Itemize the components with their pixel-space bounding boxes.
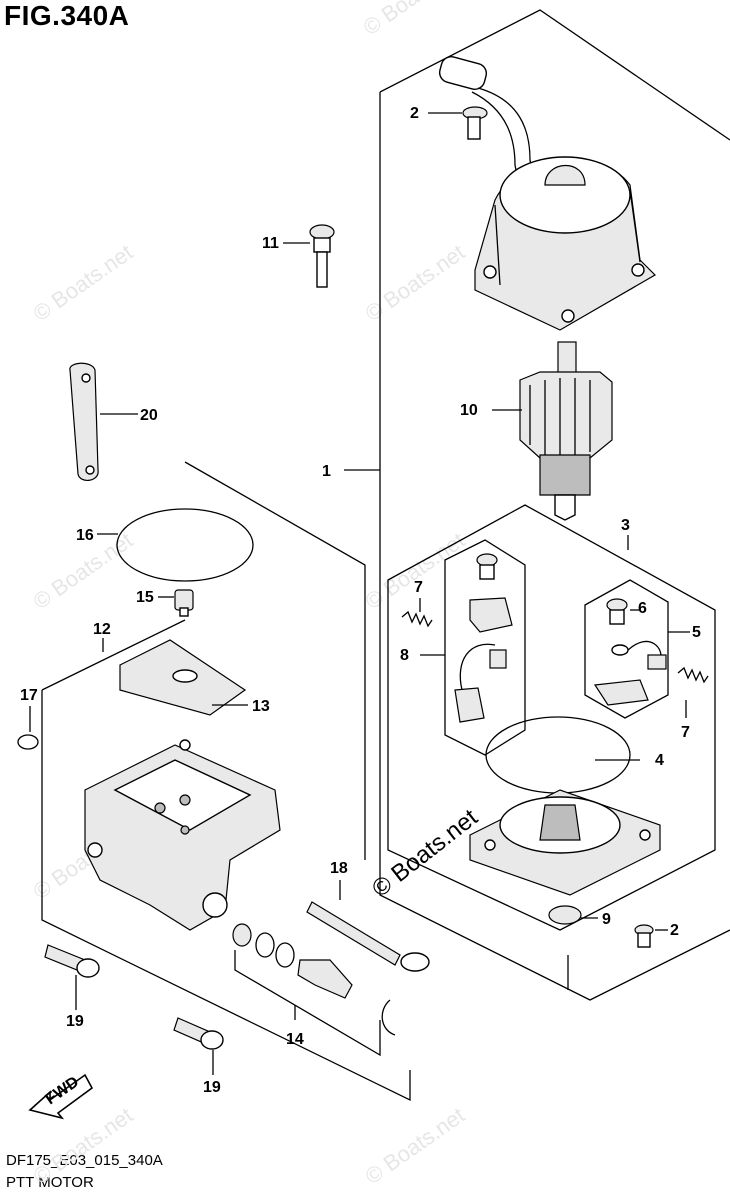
callout-6: 6: [638, 600, 647, 617]
watermark-text: © Boats.net: [359, 0, 468, 40]
seal-group-14: [232, 923, 396, 1036]
bolt-18: [306, 901, 430, 972]
brush-holder-frame: [444, 539, 526, 756]
watermark-text: © Boats.net: [361, 1102, 470, 1189]
bolt-19b: [173, 1017, 224, 1050]
callout-3: 3: [621, 517, 630, 534]
callout-20: 20: [140, 407, 158, 424]
spring-right: [677, 666, 709, 684]
callout-17: 17: [20, 687, 38, 704]
callout-14: 14: [286, 1031, 304, 1048]
pump-body: [84, 739, 281, 931]
callout-4: 4: [655, 752, 664, 769]
figure-name: PTT MOTOR: [6, 1174, 94, 1191]
brush-frame: [584, 579, 669, 719]
filter-15: [174, 589, 194, 617]
strap-20: [69, 362, 99, 481]
callout-8: 8: [400, 647, 409, 664]
pump-assembly-frame: [41, 461, 411, 1102]
watermark-layer: © Boats.net © Boats.net © Boats.net © Bo…: [29, 0, 470, 1189]
brush-holder-right: [593, 598, 667, 706]
callout-19: 19: [203, 1079, 221, 1096]
seal-group-frame: [234, 950, 381, 1057]
callout-12: 12: [93, 621, 111, 638]
watermark-text: © Boats.net: [361, 239, 470, 326]
watermark-overlay: © Boats.net: [367, 804, 483, 903]
bolt-19a: [44, 944, 100, 978]
callout-19: 19: [66, 1013, 84, 1030]
o-ring-16: [116, 508, 254, 582]
callout-18: 18: [330, 860, 348, 877]
end-plate: [469, 789, 661, 896]
bolt-11: [309, 224, 335, 288]
cover-hole: [172, 669, 198, 683]
callout-13: 13: [252, 698, 270, 715]
washer-9: [548, 905, 582, 925]
o-ring-4: [485, 716, 631, 794]
callout-15: 15: [136, 589, 154, 606]
motor-assembly-frame: [379, 9, 730, 1001]
watermark-text: © Boats.net: [361, 527, 470, 614]
callout-2: 2: [670, 922, 679, 939]
callout-5: 5: [692, 624, 701, 641]
callout-11: 11: [262, 235, 279, 252]
callout-7: 7: [414, 579, 423, 596]
callout-16: 16: [76, 527, 94, 544]
callout-1: 1: [322, 463, 331, 480]
figure-code: DF175_E03_015_340A: [6, 1152, 163, 1169]
watermark-text: © Boats.net: [29, 1102, 138, 1189]
spring-left: [401, 610, 433, 628]
callout-2: 2: [410, 105, 419, 122]
motor-housing: [438, 56, 656, 331]
screw-top: [462, 106, 488, 140]
leader-lines: [29, 112, 690, 1075]
fwd-arrow: FWD: [28, 1073, 94, 1120]
armature: [519, 341, 613, 521]
screw-bottom: [634, 924, 654, 948]
callout-10: 10: [460, 402, 478, 419]
callout-labels: 1 2 2 3 4 5 6 7 7 8 9 10 11 12 13 14 15 …: [20, 105, 701, 1096]
figure-title: FIG.340A: [4, 0, 130, 31]
callout-7: 7: [681, 724, 690, 741]
bracket-frame: [387, 504, 716, 931]
o-ring-17: [17, 734, 39, 750]
brush-holder-left: [454, 553, 513, 723]
watermark-text: © Boats.net: [29, 239, 138, 326]
callout-9: 9: [602, 911, 611, 928]
